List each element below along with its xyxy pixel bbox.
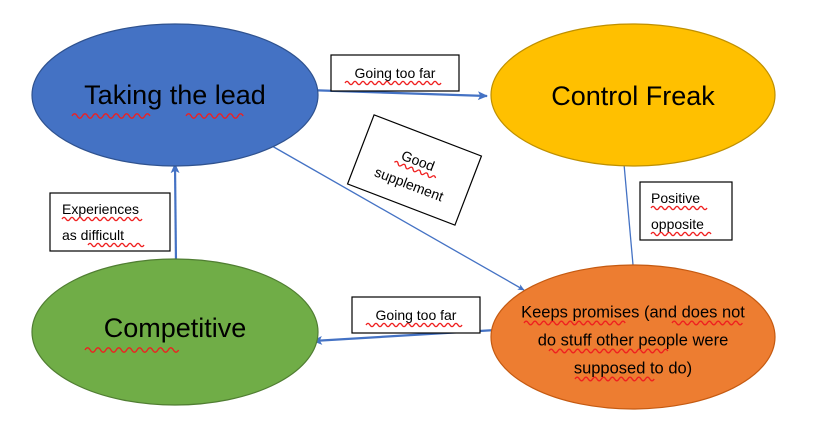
node-label-competitive: Competitive — [104, 313, 247, 343]
spellcheck-squiggle — [71, 113, 151, 119]
node-competitive[interactable]: Competitive — [31, 258, 319, 406]
edge-label-experiences-as-difficult[interactable]: Experiences as difficult — [49, 192, 171, 252]
edge-label-text-line-1: Positive — [651, 190, 700, 206]
label-box — [639, 181, 733, 241]
connector-competitive-to-lead — [170, 162, 180, 265]
spellcheck-squiggle — [574, 376, 655, 382]
node-label-taking-the-lead: Taking the lead — [84, 80, 266, 110]
node-keeps-promises[interactable]: Keeps promises (and does not do stuff ot… — [490, 264, 776, 410]
label-box — [49, 192, 171, 252]
spellcheck-squiggle — [548, 348, 669, 354]
spellcheck-squiggle — [61, 216, 143, 222]
node-label-keeps-promises-line-3: supposed to do) — [574, 359, 692, 377]
edge-label-going-too-far-top[interactable]: Going too far — [330, 54, 460, 92]
node-shape-competitive — [31, 258, 319, 406]
node-shape-taking-the-lead — [31, 23, 319, 167]
edge-label-good-supplement[interactable]: Good supplement — [346, 114, 483, 226]
edge-label-text: Going too far — [355, 65, 436, 81]
connector-control-to-keeps-promises — [623, 163, 637, 277]
node-label-keeps-promises-line-2: do stuff other people were — [538, 331, 729, 349]
spellcheck-squiggle — [185, 113, 244, 119]
edge-label-going-too-far-bottom[interactable]: Going too far — [351, 296, 481, 334]
label-box — [330, 54, 460, 92]
nodes-layer: Taking the lead Control Freak Competitiv… — [31, 23, 776, 410]
edge-labels-layer: Going too far Good supplement Experience… — [49, 54, 733, 334]
spellcheck-squiggle — [344, 80, 442, 86]
spellcheck-squiggle — [394, 160, 437, 179]
edge-label-text: Going too far — [376, 307, 457, 323]
spellcheck-squiggle — [365, 322, 463, 328]
label-box — [346, 114, 483, 226]
node-taking-the-lead[interactable]: Taking the lead — [31, 23, 319, 167]
connector-lead-to-keeps-promises — [271, 145, 525, 291]
edge-label-text-line-2: as difficult — [62, 227, 124, 243]
spellcheck-squiggle — [84, 347, 180, 353]
label-box — [351, 296, 481, 334]
node-label-keeps-promises-line-1: Keeps promises (and does not — [521, 303, 745, 321]
node-shape-control-freak — [490, 23, 776, 167]
spellcheck-squiggle — [523, 320, 626, 326]
edge-label-positive-opposite[interactable]: Positive opposite — [639, 181, 733, 241]
node-shape-keeps-promises — [490, 264, 776, 410]
node-control-freak[interactable]: Control Freak — [490, 23, 776, 167]
spellcheck-squiggle — [650, 231, 712, 237]
node-label-control-freak: Control Freak — [551, 81, 715, 111]
spellcheck-squiggle — [671, 320, 743, 326]
spellcheck-squiggle — [87, 242, 145, 248]
edge-label-text-line-2: opposite — [651, 216, 704, 232]
edge-label-text-line-1: Experiences — [62, 201, 139, 217]
spellcheck-squiggle — [650, 205, 708, 211]
